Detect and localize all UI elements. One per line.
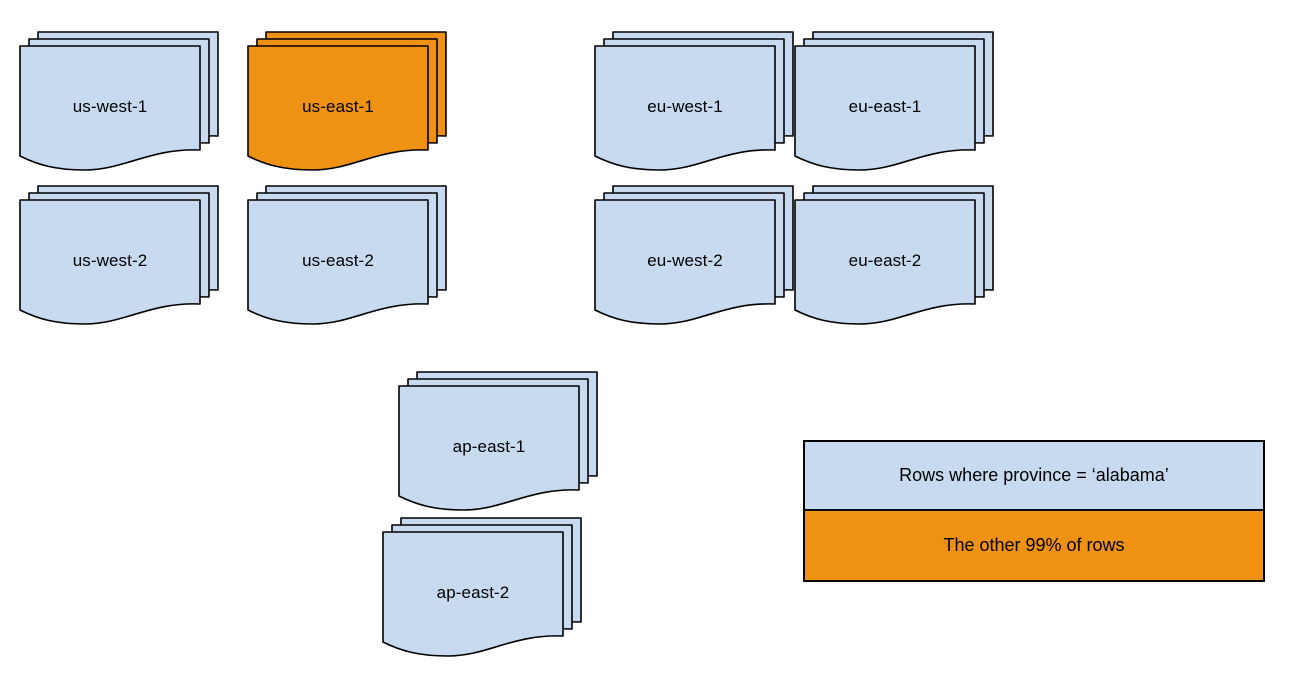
document-sheet: [247, 199, 429, 325]
document-sheet: [794, 45, 976, 171]
document-sheet: [398, 385, 580, 511]
document-stack-icon: [247, 31, 447, 171]
document-sheet: [382, 531, 564, 657]
legend-swatch-orange: The other 99% of rows: [805, 511, 1263, 580]
document-stack-icon: [594, 185, 794, 325]
legend-row-label: The other 99% of rows: [943, 535, 1125, 555]
document-sheet: [594, 45, 776, 171]
region-stack-eu-west-2[interactable]: eu-west-2: [594, 185, 795, 331]
region-stack-us-east-2[interactable]: us-east-2: [247, 185, 448, 331]
region-stack-eu-east-1[interactable]: eu-east-1: [794, 31, 995, 177]
legend-row-label: Rows where province = ‘alabama’: [899, 465, 1169, 485]
region-stack-ap-east-1[interactable]: ap-east-1: [398, 371, 599, 517]
document-stack-icon: [794, 185, 994, 325]
document-stack-icon: [794, 31, 994, 171]
document-stack-icon: [398, 371, 598, 511]
document-stack-icon: [594, 31, 794, 171]
document-sheet: [594, 199, 776, 325]
legend-swatch-blue: Rows where province = ‘alabama’: [805, 442, 1263, 511]
document-sheet: [247, 45, 429, 171]
document-stack-icon: [19, 185, 219, 325]
region-stack-us-east-1[interactable]: us-east-1: [247, 31, 448, 177]
region-stack-eu-west-1[interactable]: eu-west-1: [594, 31, 795, 177]
region-stack-ap-east-2[interactable]: ap-east-2: [382, 517, 583, 663]
document-sheet: [794, 199, 976, 325]
document-sheet: [19, 199, 201, 325]
region-stack-us-west-1[interactable]: us-west-1: [19, 31, 220, 177]
document-stack-icon: [382, 517, 582, 657]
legend: Rows where province = ‘alabama’ The other…: [803, 440, 1265, 582]
document-stack-icon: [247, 185, 447, 325]
document-sheet: [19, 45, 201, 171]
region-stack-eu-east-2[interactable]: eu-east-2: [794, 185, 995, 331]
region-stack-us-west-2[interactable]: us-west-2: [19, 185, 220, 331]
document-stack-icon: [19, 31, 219, 171]
